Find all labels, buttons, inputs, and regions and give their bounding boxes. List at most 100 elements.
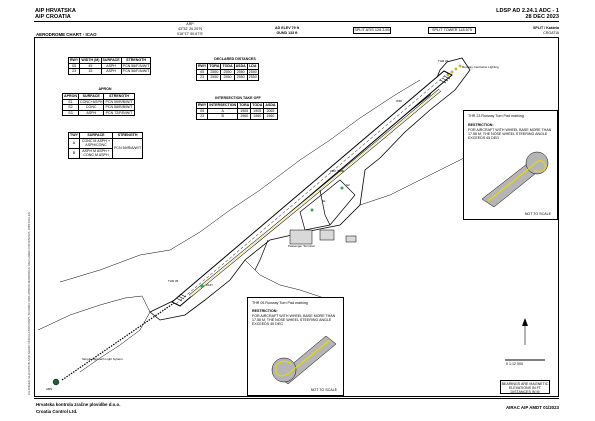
cell: PCN 56/F/A/W/T: [120, 62, 152, 70]
cell: ASPH: [100, 62, 122, 70]
inset-restriction: RESTRICTION:: [468, 123, 494, 127]
label-terminal: Passenger Terminal: [288, 244, 315, 248]
inset-title: THR 23 Runway Turn Pad marking: [468, 114, 524, 118]
footer-amdt: AIRAC AIP AMDT 01/2023: [505, 405, 559, 410]
inset-title: THR 05 Runway Turn Pad marking: [252, 301, 308, 305]
bearings-note: BEARINGS ARE MAGNETIC ELEVATIONS IN FT D…: [500, 380, 550, 395]
cell: ASPH: [100, 68, 122, 75]
cell: 2550: [246, 74, 259, 81]
papi-marker: [200, 186, 344, 288]
col-header: STRENGTH: [103, 93, 135, 100]
cell: PCN 59/R/A/W/T: [111, 137, 144, 159]
north-arrow-icon: [522, 318, 528, 345]
location-name: SPLIT / Kaštela: [533, 26, 559, 30]
terrain-line: [59, 79, 421, 283]
label-sals: Simple Approach Light System: [82, 357, 123, 361]
table-row: 23 B 1960 1960 1960: [195, 113, 278, 120]
label-apron-s2: S2: [346, 183, 350, 187]
inset-restriction: RESTRICTION:: [252, 309, 278, 313]
runway-05-23: [171, 70, 453, 307]
header-rule: [34, 21, 559, 22]
col-header: ASDA: [263, 102, 278, 109]
cell: PCN 59/R/B/W/T: [103, 98, 135, 106]
tower-frequency-box[interactable]: SPLIT TOWER 118.575: [428, 27, 476, 34]
col-header: ASDA: [233, 63, 248, 70]
runway-table: RWY WIDTH (M) SURFACE STRENGTH 05 45 ASP…: [67, 57, 152, 75]
table-row: A CONC M ASPH + ASPH/CONC PCN 59/R/A/W/T: [68, 137, 144, 159]
inset-thr05-turn-pad: THR 05 Runway Turn Pad marking RESTRICTI…: [247, 297, 344, 396]
inset-text: FOR AIRCRAFT WITH WHEEL BASE MORE THAN 1…: [252, 314, 336, 327]
coast-line: [37, 295, 151, 373]
declared-distances-table: RWY TORA TODA ASDA LDA 05 2550 2550 2550…: [195, 63, 259, 81]
label-thr23: THR 23: [438, 59, 449, 63]
side-change-note: CHANGES: ELEVATION AND GEOID UNDULATION …: [27, 212, 31, 395]
label-approach-light: Runway Centreline Lighting: [462, 65, 499, 69]
cell: 23: [67, 68, 81, 75]
table-row: B ASPH M ASPH + CONC M ASPH: [68, 147, 143, 159]
inset-text: FOR AIRCRAFT WITH WHEEL BASE MORE THAN 1…: [468, 128, 552, 141]
intersection-table: RWY INTERSECTION TORA TODA ASDA 05 A 190…: [195, 102, 278, 120]
cell: ASPH M ASPH + CONC M ASPH: [78, 147, 113, 159]
cell: 1960: [263, 113, 278, 120]
cell: 05: [67, 62, 81, 70]
col-header: RWY: [195, 102, 209, 109]
cell: 23: [195, 113, 209, 120]
cell: PCN 72/F/B/W/T: [103, 109, 135, 117]
label-papi: PAPI: [206, 283, 213, 287]
table-row: S1 CONC+ASPH PCN 59/R/B/W/T: [62, 98, 135, 106]
table-row: S2 CONC PCN 58/R/B/W/T: [62, 104, 135, 111]
approach-lights-23: [446, 64, 462, 77]
label-abn: ABN: [46, 387, 53, 391]
inset-scale-note: NOT TO SCALE: [524, 211, 551, 216]
footer-org-hr: Hrvatska kontrola zračne plovidbe d.o.o.: [36, 402, 121, 407]
declared-distances-title: DECLARED DISTANCES: [214, 57, 256, 61]
taxiway-b: [319, 189, 331, 226]
intersection-title: INTERSECTION TAKE OFF: [215, 96, 261, 100]
label-wdi: WDI: [396, 99, 402, 103]
approach-lights-05: [61, 302, 175, 381]
road-line-south: [244, 259, 331, 301]
beacon-icon: [52, 378, 60, 386]
label-adc-tower: ADC TWR: [330, 169, 344, 173]
aip-hrvatska: AIP HRVATSKA: [35, 8, 76, 14]
inset-thr23-turn-pad: THR 23 Runway Turn Pad marking RESTRICTI…: [463, 110, 558, 220]
cell: 05: [195, 107, 209, 115]
hangar-building: [319, 229, 335, 241]
chart-title: AERODROME CHART - ICAO: [36, 32, 97, 37]
cell: CONC: [77, 104, 105, 111]
location-country: CROATIA: [543, 31, 559, 35]
turn-pad-diagram: [271, 335, 337, 385]
inset-scale-note: NOT TO SCALE: [310, 387, 337, 392]
cell: 2550: [233, 68, 248, 76]
table-row: 05 2550 2550 2550 2550: [195, 68, 259, 76]
cell: 23: [195, 74, 209, 81]
cell: PCN 58/R/B/W/T: [103, 104, 135, 111]
atis-frequency-box[interactable]: SPLIT ATIS 126.3.55: [353, 27, 391, 34]
table-row: 05 45 ASPH PCN 56/F/A/W/T: [67, 62, 152, 70]
arp-lat: 43°32' 20.20"N: [178, 27, 202, 31]
gund: GUND 133 ft: [276, 31, 298, 35]
cell: ASPH: [77, 109, 105, 117]
turn-pad-diagram: [481, 151, 549, 208]
chart-date: 28 DEC 2023: [525, 14, 559, 20]
taxiway-table: TWY SURFACE STRENGTH A CONC M ASPH + ASP…: [68, 132, 144, 159]
ad-elevation: AD ELEV 79 ft: [275, 26, 299, 30]
apron-title: APRON: [98, 87, 112, 91]
taxiway-c: [254, 239, 269, 271]
col-header: RWY: [195, 63, 209, 70]
scale-label: 0 1:12 500: [506, 362, 523, 366]
road-line: [359, 154, 471, 206]
col-header: SURFACE: [77, 93, 105, 100]
ad-chart-code: LDSP AD 2.24.1 ADC - 1: [496, 8, 559, 14]
runway-centerline: [175, 72, 449, 305]
footer-org-en: Croatia Control Ltd.: [36, 409, 78, 414]
cell: 2550: [246, 68, 259, 76]
threshold-23-stripes: [439, 75, 451, 84]
table-row: 05 A 1905 1905 2065: [195, 107, 278, 115]
cell: CONC+ASPH: [77, 98, 105, 106]
arp-lon: 016°17' 50.67"E: [177, 32, 203, 36]
table-row: 23 15 ASPH PCN 56/F/A/W/T: [67, 68, 152, 75]
service-building: [345, 235, 357, 243]
cell: 2065: [263, 107, 278, 115]
